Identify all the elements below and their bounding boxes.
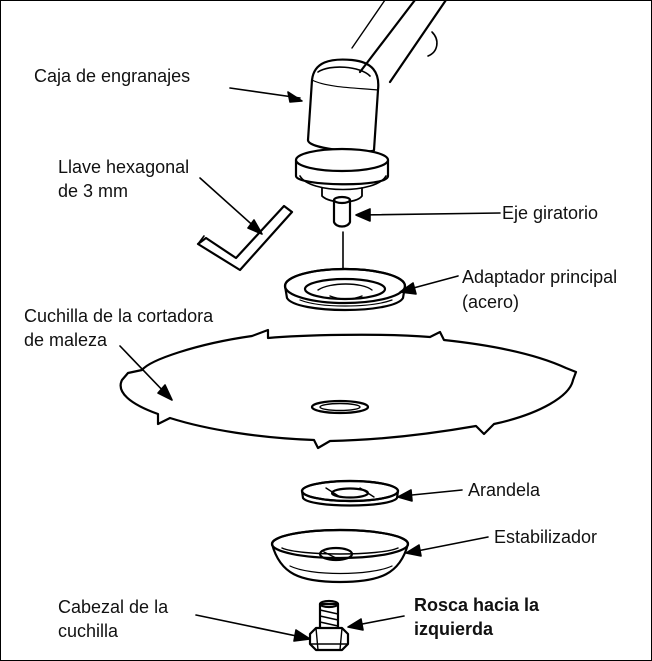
blade-label-line2: de maleza <box>24 330 108 350</box>
adapter-label-line2: (acero) <box>462 292 520 312</box>
hex-wrench <box>196 204 294 272</box>
stabilizer-label: Estabilizador <box>494 527 598 547</box>
drive-shaft <box>351 0 448 84</box>
stabilizer <box>270 528 410 584</box>
main-adapter <box>283 267 407 312</box>
washer <box>300 479 400 507</box>
blade-bolt-label-line2: cuchilla <box>58 621 119 641</box>
cutter-blade <box>119 328 578 450</box>
thread-direction-label-line2: izquierda <box>414 619 494 639</box>
blade-label-line1: Cuchilla de la cortadora <box>24 306 214 326</box>
adapter-label-line1: Adaptador principal <box>462 267 618 287</box>
hex-wrench-label-line2: de 3 mm <box>58 181 129 201</box>
thread-direction-label-line1: Rosca hacia la <box>414 595 540 615</box>
gearbox-label: Caja de engranajes <box>34 66 191 86</box>
gearbox <box>294 58 390 203</box>
leader-lines <box>119 87 501 642</box>
spindle-label: Eje giratorio <box>502 203 599 223</box>
blade-bolt-label-line1: Cabezal de la <box>58 597 169 617</box>
blade-bolt <box>308 599 350 652</box>
washer-label: Arandela <box>468 480 541 500</box>
hex-wrench-label-line1: Llave hexagonal <box>58 157 190 177</box>
